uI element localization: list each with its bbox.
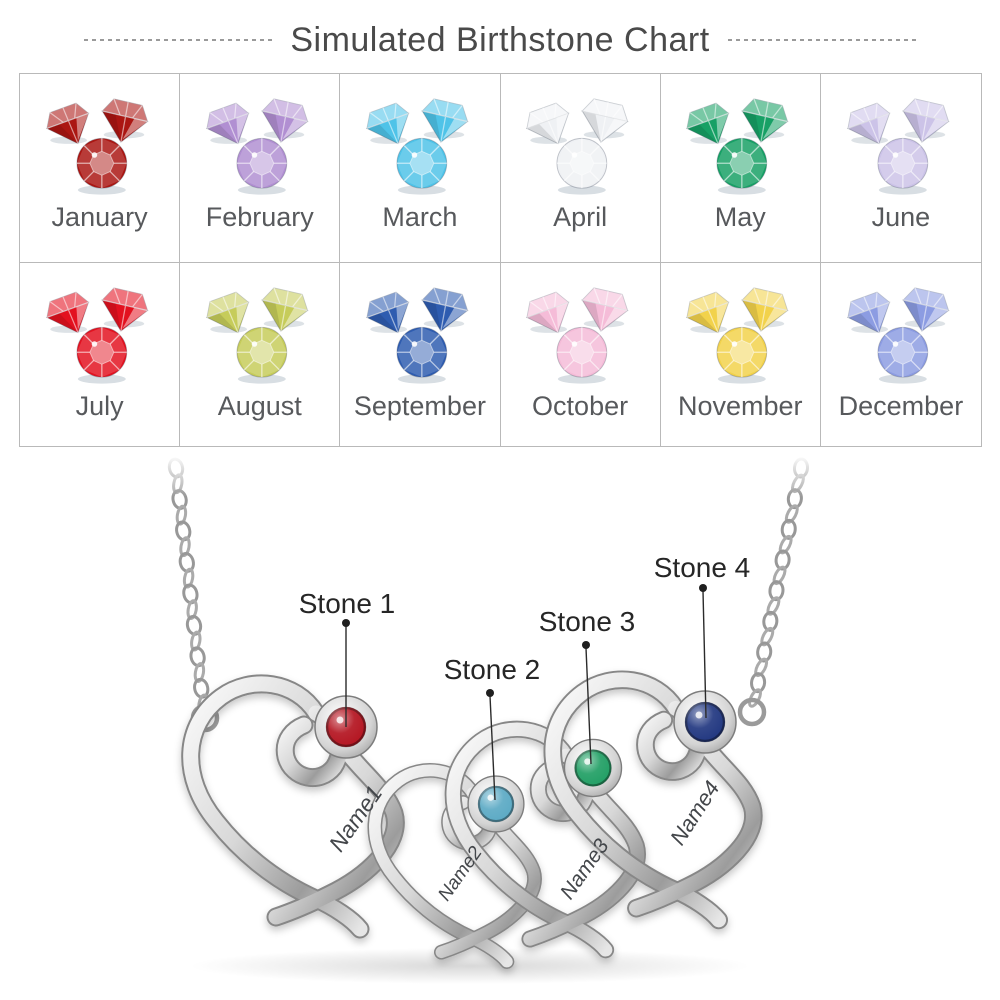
stone-3-label: Stone 3 (539, 606, 636, 637)
cell-february: February (180, 74, 341, 263)
chain-fade (140, 455, 860, 497)
stone-2-label: Stone 2 (444, 654, 541, 685)
month-label: December (838, 390, 964, 421)
callout-lines (345, 590, 707, 801)
month-label: January (51, 202, 148, 232)
may-gems-image (665, 84, 815, 202)
february-gems-image (185, 84, 335, 202)
month-label: August (217, 390, 302, 421)
april-gems-image (505, 84, 655, 202)
cell-december: December (820, 262, 981, 446)
november-gems-image (665, 273, 815, 391)
engraved-name-4: Name4 (665, 776, 725, 849)
jump-ring-right (737, 697, 767, 727)
july-gems-image (25, 273, 175, 391)
cell-september: September (340, 262, 501, 446)
month-label: May (714, 202, 766, 232)
stone-1-label: Stone 1 (299, 588, 396, 619)
cell-october: October (500, 262, 661, 446)
title-dash-left (84, 39, 273, 41)
cell-june: June (820, 74, 981, 263)
cell-august: August (180, 262, 341, 446)
cell-november: November (660, 262, 821, 446)
engraved-name-2: Name2 (434, 842, 487, 905)
month-label: November (677, 390, 803, 421)
month-label: March (382, 202, 458, 232)
chain-left (167, 457, 210, 715)
birthstone-grid: January February March April May June Ju… (19, 73, 982, 447)
cell-may: May (660, 74, 821, 263)
stone-4-label: Stone 4 (654, 552, 751, 583)
cell-april: April (500, 74, 661, 263)
cell-july: July (20, 262, 181, 446)
october-gems-image (505, 273, 655, 391)
reflection (190, 948, 750, 984)
month-label: October (532, 390, 629, 421)
june-gems-image (826, 84, 976, 202)
august-gems-image (185, 273, 335, 391)
title-dash-right (727, 39, 916, 41)
title-row: Simulated Birthstone Chart (0, 14, 1000, 66)
stone-2-gem (467, 775, 525, 833)
callout-dots (342, 584, 707, 697)
march-gems-image (345, 84, 495, 202)
month-label: April (553, 202, 608, 232)
necklace-product-photo: Name1 Name2 Name3 Name4 Stone 1 Stone 2 … (140, 455, 860, 984)
month-label: July (75, 390, 124, 421)
month-label: September (353, 390, 486, 421)
cell-january: January (20, 74, 181, 263)
month-label: June (871, 202, 931, 232)
stone-1-gem (314, 695, 378, 759)
december-gems-image (826, 273, 976, 391)
september-gems-image (345, 273, 495, 391)
month-label: February (205, 202, 314, 232)
january-gems-image (25, 84, 175, 202)
cell-march: March (340, 74, 501, 263)
page-title: Simulated Birthstone Chart (290, 20, 710, 59)
stone-3-gem (563, 738, 623, 798)
